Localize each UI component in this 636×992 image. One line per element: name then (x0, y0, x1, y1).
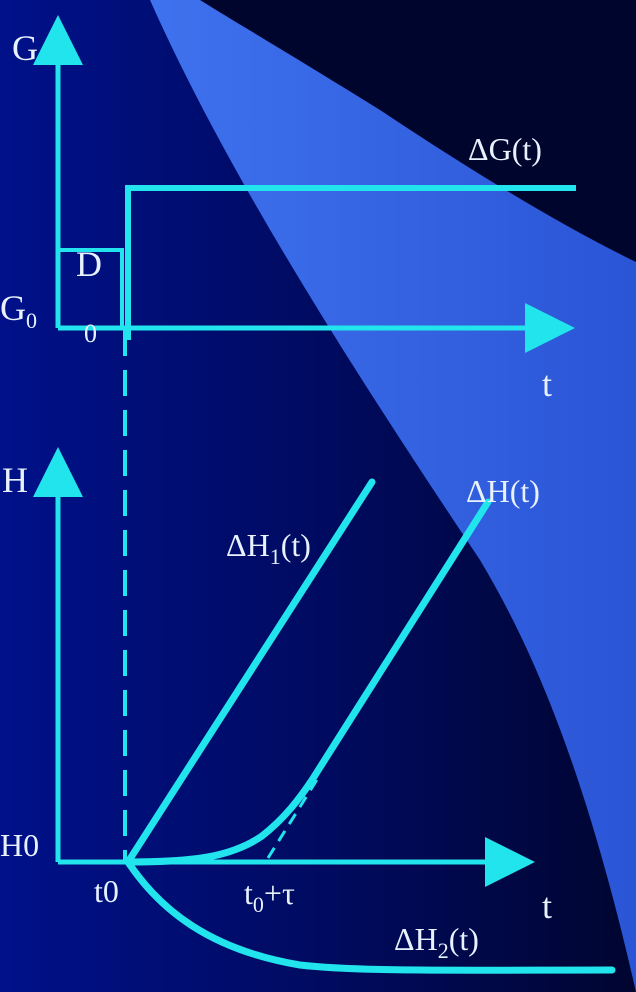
top-y-axis-label: G (12, 28, 38, 68)
delta-h2-curve (124, 858, 616, 974)
band-edge-right (200, 0, 636, 262)
step-signal-line (58, 248, 124, 328)
delta-g-label: ΔG(t) (468, 131, 542, 167)
delta-h-label: ΔH(t) (466, 473, 540, 509)
delay-label: t0+τ (244, 875, 295, 917)
delta-g-step (125, 185, 576, 340)
top-x-axis-label: t (542, 364, 552, 404)
top-baseline-label: G0 (0, 288, 37, 333)
t0-label: t0 (94, 873, 119, 909)
origin-label: 0 (84, 319, 97, 348)
decorative-band (150, 0, 636, 992)
delta-h-asymptote (266, 777, 320, 859)
bottom-baseline-label: H0 (0, 827, 39, 863)
bottom-y-axis-label: H (2, 460, 28, 500)
bottom-x-axis-label: t (542, 886, 552, 926)
delta-h-curve (124, 498, 492, 866)
delta-h1-curve (124, 478, 376, 866)
step-label: D (76, 244, 102, 284)
delta-h1-label: ΔH1(t) (226, 527, 311, 569)
delta-h2-label: ΔH2(t) (394, 921, 479, 963)
